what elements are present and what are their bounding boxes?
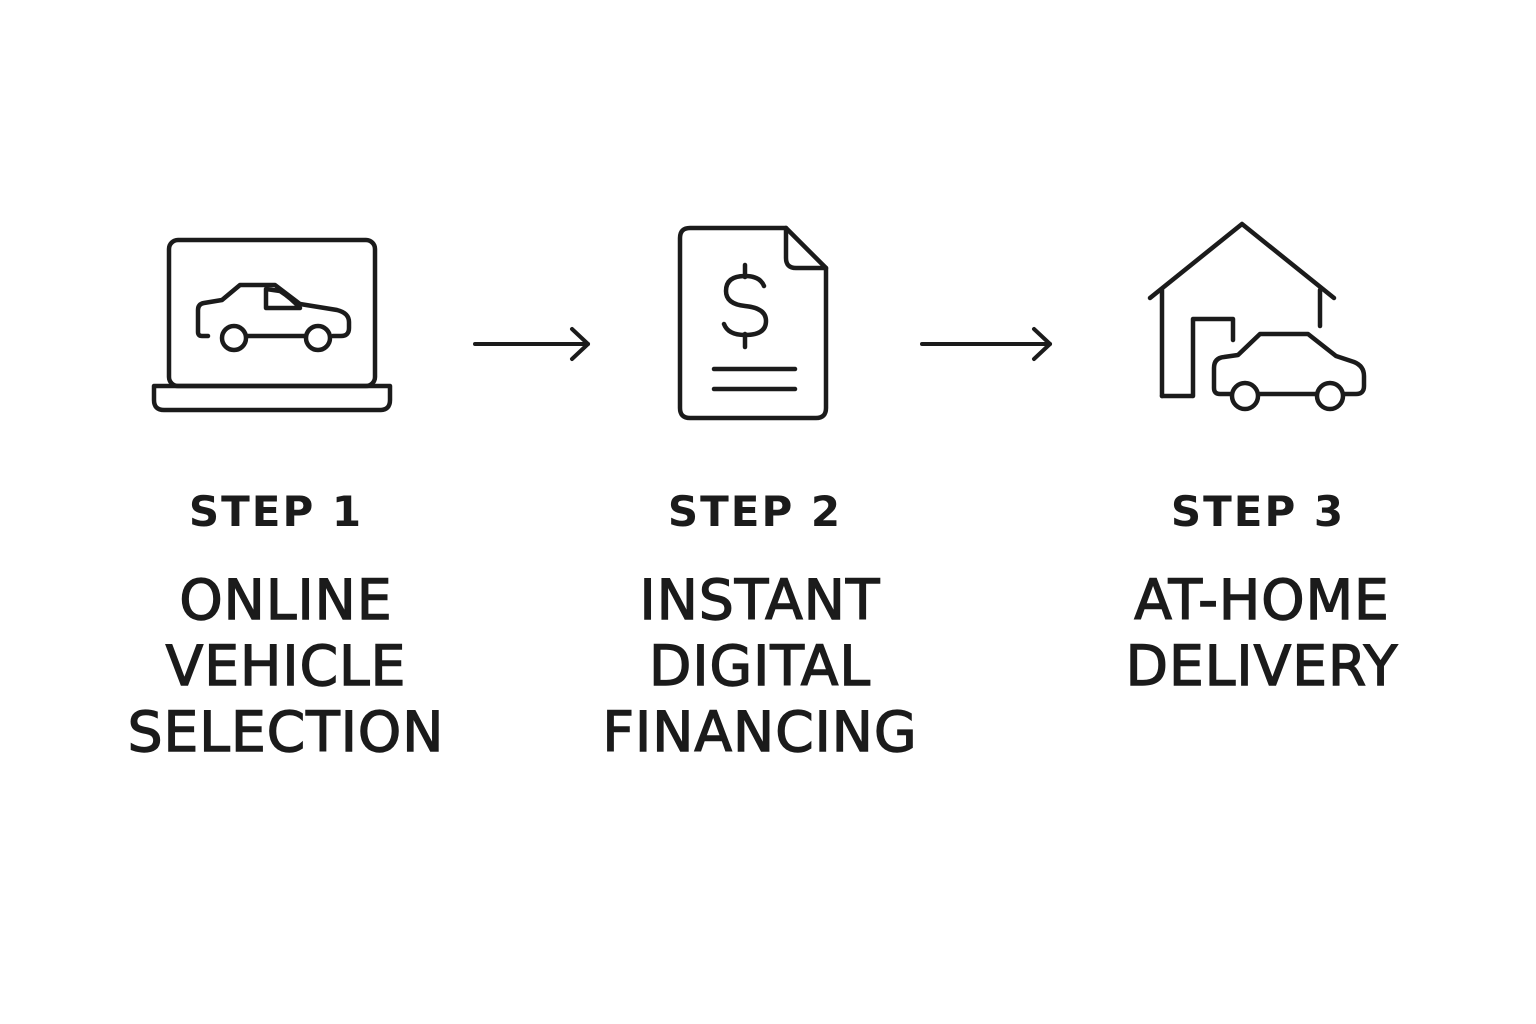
step-3-title-line: DELIVERY [1125, 633, 1399, 698]
step-3-title: AT-HOME DELIVERY [1042, 567, 1482, 699]
laptop-car-icon [151, 237, 393, 413]
dollar-document-icon [677, 225, 829, 421]
step-1-title: ONLINE VEHICLE SELECTION [66, 567, 506, 765]
step-2-title-line: INSTANT [639, 567, 881, 632]
step-3-label: STEP 3 [1170, 487, 1346, 536]
step-2-label: STEP 2 [667, 487, 843, 536]
arrow-right-icon [473, 327, 590, 361]
step-1-label: STEP 1 [188, 487, 364, 536]
arrow-right-icon [920, 327, 1052, 361]
step-3-title-line: AT-HOME [1133, 567, 1390, 632]
step-2-title-line: DIGITAL [648, 633, 871, 698]
step-2-title-line: FINANCING [602, 699, 918, 764]
house-garage-car-icon [1147, 221, 1367, 412]
step-1-title-line: ONLINE [179, 567, 393, 632]
step-1-title-line: VEHICLE [165, 633, 407, 698]
step-1-title-line: SELECTION [127, 699, 445, 764]
step-2-title: INSTANT DIGITAL FINANCING [540, 567, 980, 765]
